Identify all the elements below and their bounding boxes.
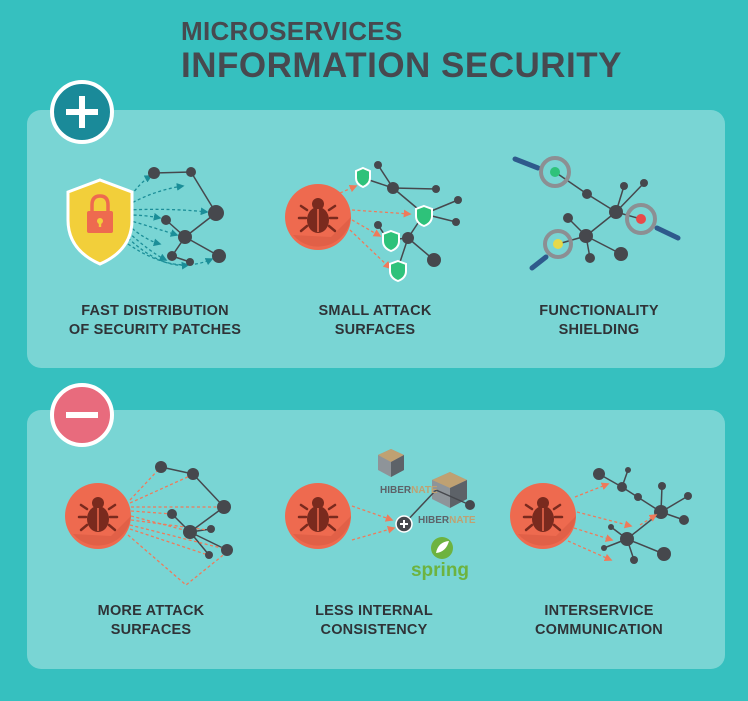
caption-line: SURFACES (110, 622, 192, 638)
hibernate-label-mid: HIBERNATE (418, 515, 476, 526)
caption-line: MORE ATTACK (97, 603, 205, 619)
bug-icon (65, 483, 131, 549)
caption-more-attack-surfaces: MORE ATTACK SURFACES (41, 602, 261, 640)
graph-interservice (598, 469, 689, 561)
nodes-fast-distribution (148, 167, 226, 266)
spring-logo-text: spring (411, 560, 469, 581)
caption-line: FUNCTIONALITY (539, 303, 659, 319)
bug-icon (285, 184, 351, 250)
nodes-interservice (593, 467, 692, 564)
caption-small-attack-surfaces: SMALL ATTACK SURFACES (265, 302, 485, 340)
pros-panel (27, 110, 725, 368)
attack-arrows-consistency (351, 505, 396, 541)
caption-less-internal-consistency: LESS INTERNAL CONSISTENCY (264, 602, 484, 640)
hibernate-label-top: HIBERNATE (380, 485, 438, 496)
bug-icon (510, 483, 576, 549)
caption-line: OF SECURITY PATCHES (68, 322, 242, 338)
nodes-more-attack (155, 461, 233, 559)
minus-badge (50, 383, 114, 447)
spring-leaf-icon (431, 537, 453, 559)
attack-arrows-more (127, 467, 228, 586)
title-line-2: INFORMATION SECURITY (181, 46, 623, 85)
caption-line: CONSISTENCY (320, 622, 428, 638)
caption-functionality-shielding: FUNCTIONALITY SHIELDING (489, 302, 709, 340)
caption-interservice-communication: INTERSERVICE COMMUNICATION (489, 602, 709, 640)
caption-line: SURFACES (334, 322, 416, 338)
bug-icon (285, 483, 351, 549)
caption-line: INTERSERVICE (544, 603, 654, 619)
padlock-shield-icon (66, 178, 134, 266)
graph-small-attack (362, 164, 459, 269)
connector-plus-icon (395, 515, 413, 533)
node (465, 500, 475, 510)
magnifier-icon (512, 156, 681, 271)
minus-icon (66, 412, 98, 418)
attack-arrows-small (339, 184, 412, 270)
caption-line: SMALL ATTACK (318, 303, 432, 319)
caption-line: FAST DISTRIBUTION (81, 303, 229, 319)
page-title: MICROSERVICES INFORMATION SECURITY (181, 16, 622, 86)
plus-icon (66, 96, 98, 128)
caption-line: SHIELDING (558, 322, 640, 338)
title-line-1: MICROSERVICES (181, 16, 403, 46)
shield-icons (355, 166, 433, 283)
hibernate-logo-top (378, 449, 404, 477)
caption-fast-distribution: FAST DISTRIBUTION OF SECURITY PATCHES (45, 302, 265, 340)
plus-badge (50, 80, 114, 144)
attack-arrows-interservice (567, 482, 658, 562)
nodes-functionality (563, 179, 648, 263)
caption-line: LESS INTERNAL (315, 603, 433, 619)
caption-line: COMMUNICATION (535, 622, 663, 638)
